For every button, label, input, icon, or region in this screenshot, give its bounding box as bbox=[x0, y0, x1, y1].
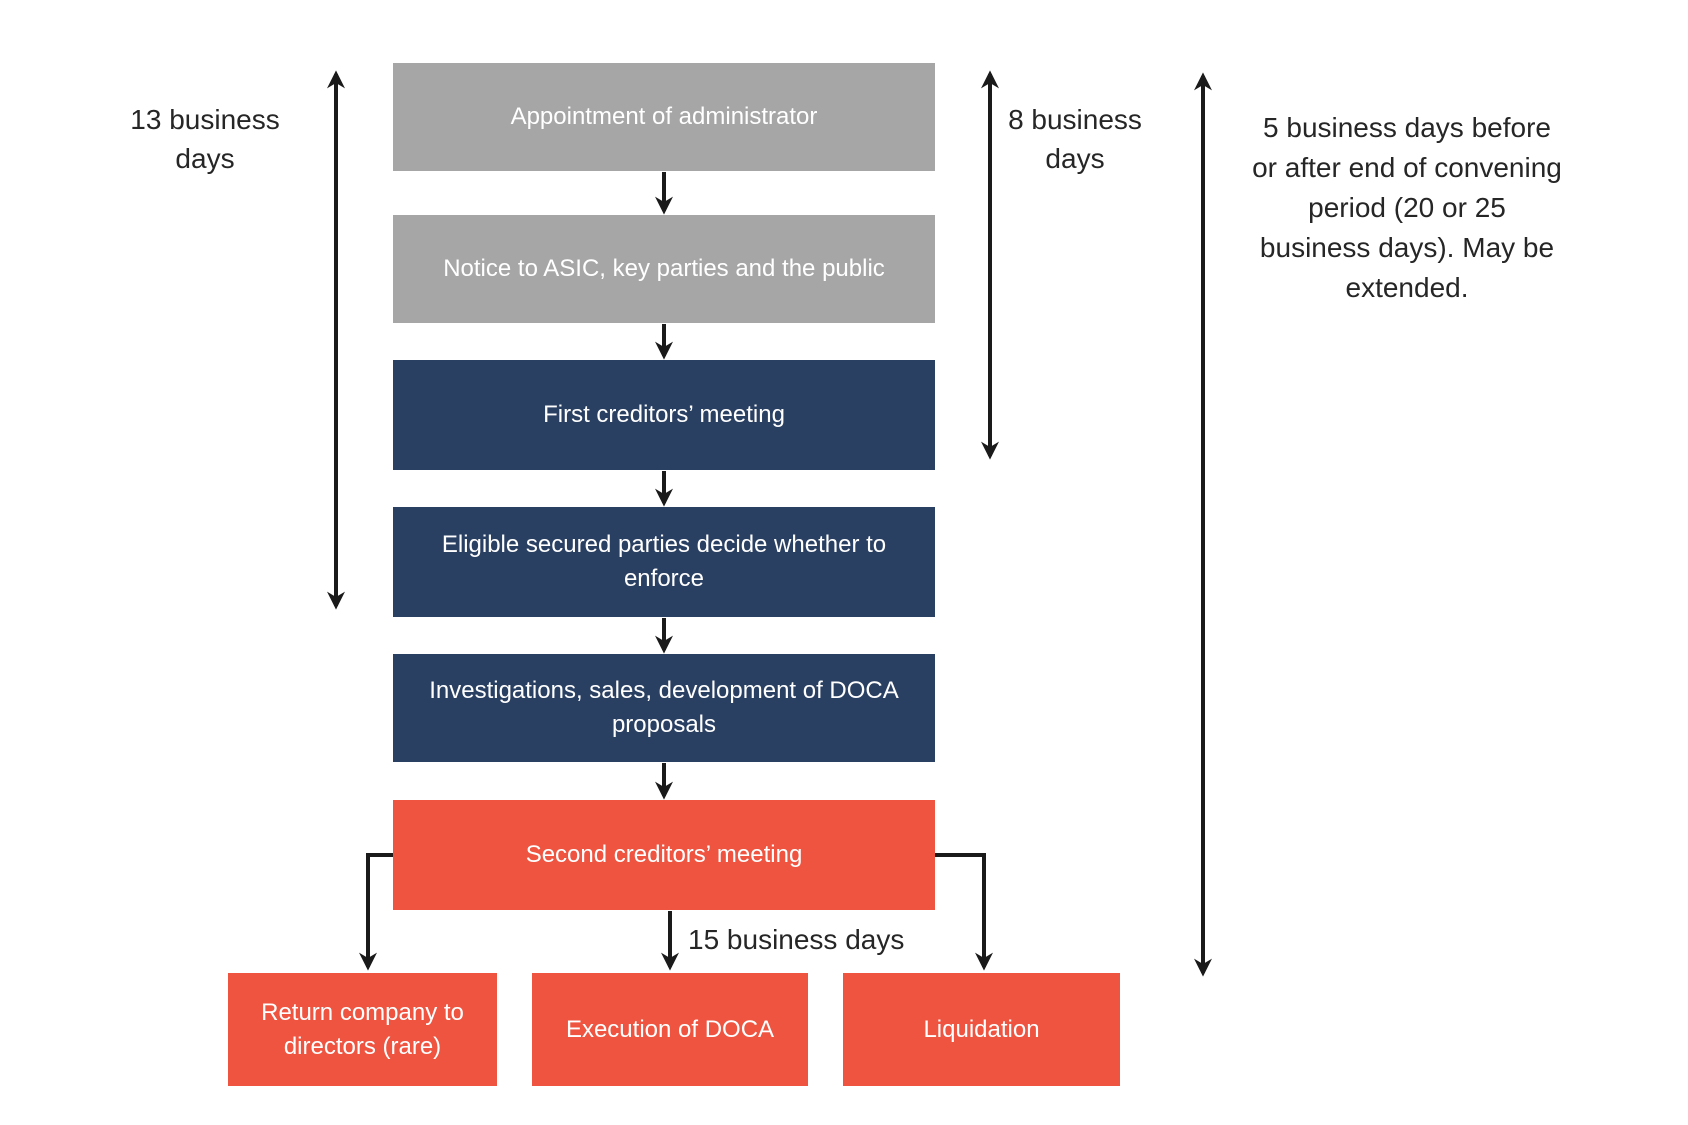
label-8-business-days: 8 business days bbox=[1008, 104, 1142, 174]
label-13-business-days: 13 business days bbox=[130, 104, 280, 174]
notice-box: Notice to ASIC, key parties and the publ… bbox=[393, 215, 935, 323]
liquidation-box: Liquidation bbox=[843, 973, 1120, 1086]
return-company-box: Return company to directors (rare) bbox=[228, 973, 497, 1086]
appointment-box: Appointment of administrator bbox=[393, 63, 935, 171]
investigations-box: Investigations, sales, development of DO… bbox=[393, 654, 935, 762]
connector-second-to-return bbox=[359, 853, 394, 971]
label-15-business-days: 15 business days bbox=[688, 924, 905, 955]
secured-parties-box: Eligible secured parties decide whether … bbox=[393, 507, 935, 617]
connector-second-to-liquidation bbox=[934, 853, 993, 971]
second-meeting-box: Second creditors’ meeting bbox=[393, 800, 935, 910]
label-convening-period-note: 5 business days before or after end of c… bbox=[1252, 112, 1562, 303]
execution-doca-box: Execution of DOCA bbox=[532, 973, 808, 1086]
first-meeting-box: First creditors’ meeting bbox=[393, 360, 935, 470]
